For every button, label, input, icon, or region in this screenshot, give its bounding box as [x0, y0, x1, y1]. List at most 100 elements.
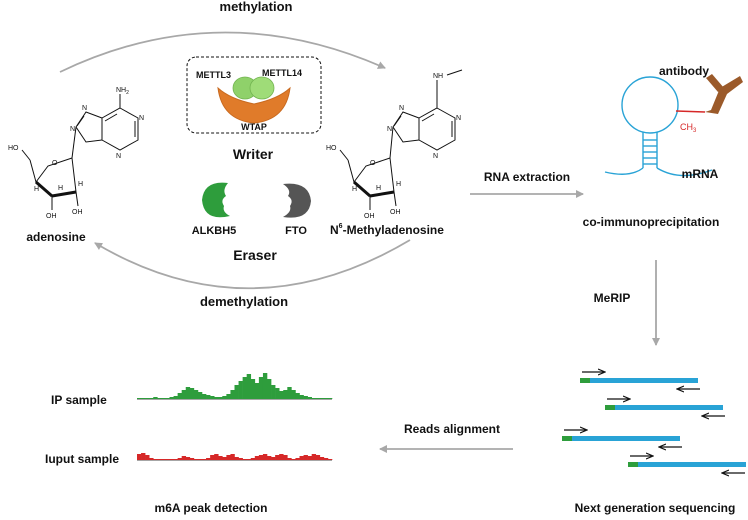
merip-label: MeRIP: [594, 291, 631, 305]
coverage-bar: [169, 397, 174, 399]
ngs-label: Next generation sequencing: [575, 501, 736, 515]
coverage-bar: [230, 454, 235, 460]
atom-label: N: [387, 126, 392, 133]
atom-label: OH: [72, 209, 83, 216]
demethylation-label: demethylation: [200, 294, 288, 309]
atom-label: O: [370, 160, 376, 167]
coverage-bar: [157, 459, 162, 460]
atom-label: H: [376, 185, 381, 192]
coverage-bar: [222, 457, 227, 460]
atom-label: NH: [433, 73, 443, 80]
coverage-bar: [307, 456, 312, 460]
demethylation-arrow: [94, 239, 411, 290]
fto-label: FTO: [285, 225, 307, 237]
writer-label: Writer: [233, 146, 274, 162]
atom-label: O: [52, 160, 58, 167]
methylation-label: methylation: [220, 0, 293, 14]
coverage-bar: [327, 459, 333, 460]
coverage-bar: [323, 398, 329, 399]
coverage-bar: [295, 393, 300, 399]
mettl14-label: METTL14: [262, 68, 302, 78]
coverage-bar: [197, 392, 203, 399]
coverage-bar: [226, 394, 231, 399]
coverage-bar: [262, 373, 268, 399]
coverage-bar: [299, 456, 304, 460]
coverage-bar: [250, 379, 256, 399]
coverage-bar: [262, 454, 268, 460]
coverage-bar: [189, 458, 195, 460]
coverage-bar: [218, 397, 223, 399]
writer-box: [186, 56, 322, 134]
mrna-label: mRNA: [682, 167, 719, 181]
coverage-bar: [153, 459, 158, 460]
atom-label: N: [116, 153, 121, 160]
ip-track: [137, 373, 333, 399]
coverage-bar: [258, 455, 264, 460]
atom-label: H: [78, 181, 83, 188]
coverage-bar: [165, 398, 170, 399]
atom-label: OH: [390, 209, 401, 216]
adenosine-structure: [21, 94, 139, 210]
coverage-bar: [271, 385, 276, 399]
peak-detection-label: m6A peak detection: [155, 501, 268, 515]
atom-label: OH: [364, 213, 375, 220]
coverage-bar: [283, 455, 288, 460]
coverage-bar: [177, 393, 182, 399]
coverage-bar: [258, 377, 264, 399]
coverage-bar: [173, 396, 178, 399]
coverage-bar: [242, 459, 247, 460]
coverage-bar: [197, 459, 203, 460]
coverage-bar: [177, 458, 182, 460]
wtap-label: WTAP: [241, 122, 267, 132]
coverage-bar: [291, 390, 296, 399]
atom-label: NH2: [116, 87, 129, 96]
coverage-bar: [246, 374, 252, 399]
alkbh5-icon: [202, 182, 230, 218]
mettl3-label: METTL3: [196, 70, 231, 80]
coverage-bar: [303, 396, 308, 399]
coverage-bar: [311, 454, 317, 460]
coverage-bar: [311, 398, 317, 399]
coverage-bar: [275, 455, 280, 460]
coverage-bar: [202, 459, 207, 460]
coverage-bar: [230, 390, 235, 399]
coverage-bar: [141, 453, 146, 460]
coverage-bar: [141, 398, 146, 399]
coverage-bar: [185, 457, 191, 460]
coverage-bar: [210, 455, 215, 460]
coverage-bar: [295, 458, 300, 460]
coverage-bar: [327, 398, 333, 399]
atom-label: N: [82, 105, 87, 112]
alkbh5-label: ALKBH5: [192, 225, 237, 237]
coverage-bar: [206, 395, 211, 399]
coverage-bar: [238, 381, 243, 399]
coverage-bar: [287, 387, 292, 399]
coverage-bar: [137, 398, 142, 399]
atom-label: N: [433, 153, 438, 160]
methylation-arrow: [59, 31, 386, 73]
coverage-bar: [315, 455, 321, 460]
coverage-bar: [165, 459, 170, 460]
coverage-bar: [267, 456, 272, 460]
coverage-bar: [181, 390, 187, 399]
adenosine-label: adenosine: [26, 230, 86, 244]
sequencing-reads: [562, 372, 746, 473]
coverage-bar: [323, 458, 329, 460]
m6a-label: N6-Methyladenosine: [330, 223, 444, 237]
coverage-bar: [169, 459, 174, 460]
atom-label: H: [34, 186, 39, 193]
reads-alignment-label: Reads alignment: [404, 422, 500, 436]
coverage-bar: [149, 398, 154, 399]
m6a-structure: [339, 69, 463, 210]
coverage-bar: [206, 458, 211, 460]
coverage-bar: [137, 454, 142, 460]
atom-label: N: [70, 126, 75, 133]
writer-complex-icon: [217, 76, 291, 124]
coverage-bar: [145, 398, 150, 399]
input-sample-label: Iuput sample: [45, 452, 119, 466]
coverage-bar: [279, 454, 284, 460]
fto-icon: [283, 183, 311, 218]
coverage-bar: [271, 457, 276, 460]
atom-label: OH: [46, 213, 57, 220]
antibody-icon: [675, 74, 743, 114]
